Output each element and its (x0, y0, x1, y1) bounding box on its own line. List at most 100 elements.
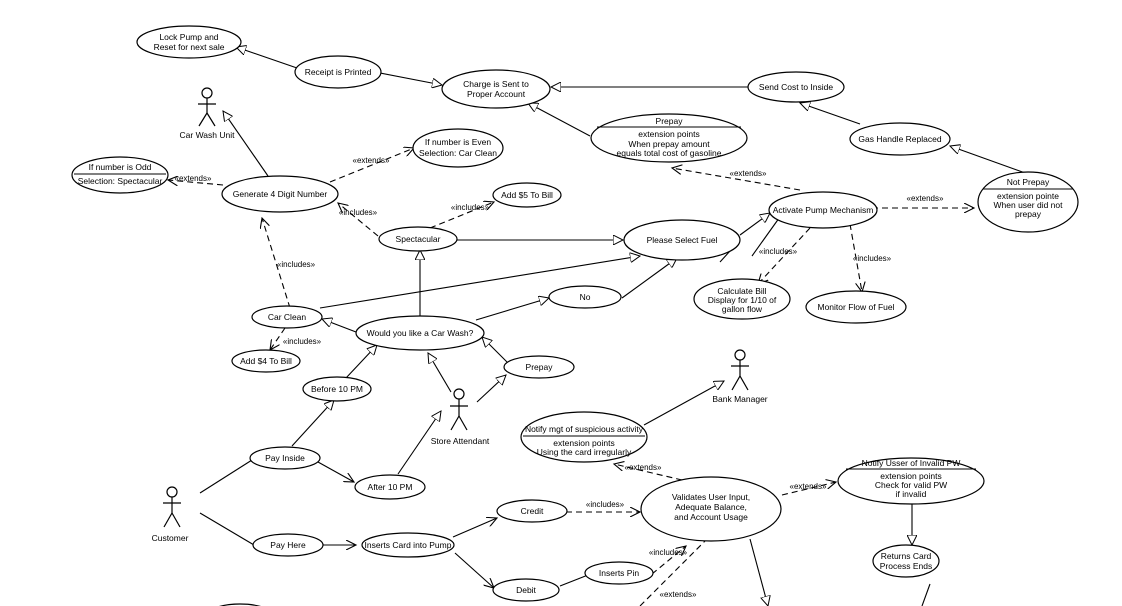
connector (322, 319, 357, 333)
svg-text:Car Clean: Car Clean (268, 312, 307, 322)
use-case-activate-pump: Activate Pump Mechanism (768, 191, 878, 229)
use-case-car-clean: Car Clean (251, 305, 323, 329)
svg-text:extension points: extension points (880, 471, 941, 481)
use-case-number-even: If number is Even Selection: Car Clean (412, 128, 504, 168)
actor-bank-manager: Bank Manager (712, 349, 768, 404)
connector (317, 461, 354, 482)
use-case-pay-inside: Pay Inside (249, 446, 321, 470)
svg-text:Check for valid PW: Check for valid PW (875, 480, 947, 490)
svg-text:Returns Card: Returns Card (881, 551, 932, 561)
svg-text:Notify Usser of Invalid PW: Notify Usser of Invalid PW (862, 458, 961, 468)
actor-store-attendant: Store Attendant (431, 388, 490, 446)
svg-text:Receipt is Printed: Receipt is Printed (305, 67, 372, 77)
extends-label: «extends» (907, 194, 944, 203)
svg-text:Generate 4 Digit Number: Generate 4 Digit Number (233, 189, 328, 199)
use-case-after-10pm: After 10 PM (354, 474, 426, 500)
includes-label: «includes» (649, 548, 688, 557)
connector (800, 103, 861, 125)
includes-label: «includes» (759, 247, 798, 256)
use-case-inserts-pin: Inserts Pin (584, 561, 654, 585)
svg-text:extension pointe: extension pointe (997, 191, 1059, 201)
svg-text:Inserts Pin: Inserts Pin (599, 568, 639, 578)
extends-label: «extends» (625, 463, 662, 472)
svg-text:Inserts Card into Pump: Inserts Card into Pump (365, 540, 452, 550)
svg-text:Notify mgt of suspicious activ: Notify mgt of suspicious activity (525, 424, 644, 434)
use-case-car-wash-question: Would you like a Car Wash? (355, 315, 485, 351)
svg-text:Reset for next sale: Reset for next sale (154, 42, 225, 52)
svg-text:Add $5 To Bill: Add $5 To Bill (501, 190, 553, 200)
svg-text:Store Attendant: Store Attendant (431, 436, 490, 446)
connector (379, 72, 442, 85)
svg-text:Prepay: Prepay (656, 116, 684, 126)
includes-label: «includes» (339, 208, 378, 217)
use-case-pay-here: Pay Here (252, 533, 324, 557)
actor-customer: Customer (152, 486, 189, 543)
svg-text:prepay: prepay (1015, 209, 1042, 219)
svg-text:Car Wash Unit: Car Wash Unit (180, 130, 236, 140)
connector (950, 146, 1029, 175)
svg-text:gallon flow: gallon flow (722, 304, 763, 314)
use-case-monitor-flow: Monitor Flow of Fuel (805, 290, 907, 324)
connector (454, 552, 494, 588)
use-case-receipt-printed: Receipt is Printed (294, 55, 382, 89)
use-case-prepay-extension: Prepay extension points When prepay amou… (590, 113, 748, 163)
includes-label: «includes» (283, 337, 322, 346)
connector (621, 258, 677, 299)
svg-text:After 10 PM: After 10 PM (368, 482, 413, 492)
svg-text:Gas Handle Replaced: Gas Handle Replaced (858, 134, 941, 144)
use-case-prepay: Prepay (503, 355, 575, 379)
includes-label: «includes» (451, 203, 490, 212)
svg-text:Bank Manager: Bank Manager (712, 394, 767, 404)
connector (921, 583, 931, 606)
svg-text:Process Ends: Process Ends (880, 561, 932, 571)
use-case-returns-card: Returns Card Process Ends (872, 544, 940, 578)
svg-text:If number is Odd: If number is Odd (89, 162, 152, 172)
svg-text:extension points: extension points (638, 129, 699, 139)
connector (291, 400, 334, 447)
connector (428, 353, 452, 393)
connector (199, 512, 255, 546)
svg-text:Before 10 PM: Before 10 PM (311, 384, 363, 394)
svg-text:When user did not: When user did not (994, 200, 1064, 210)
svg-text:extension points: extension points (553, 438, 614, 448)
connector (849, 223, 862, 292)
connector (270, 327, 286, 350)
svg-text:Calculate Bill: Calculate Bill (717, 286, 766, 296)
connector (338, 203, 379, 237)
connector (528, 103, 591, 137)
connector (475, 298, 549, 321)
svg-text:Using the card irregularly: Using the card irregularly (537, 447, 632, 457)
svg-text:Customer: Customer (152, 533, 189, 543)
connector (199, 459, 253, 494)
svg-text:Send Cost to Inside: Send Cost to Inside (759, 82, 833, 92)
connector (614, 464, 683, 481)
svg-text:Selection: Car Clean: Selection: Car Clean (419, 148, 497, 158)
svg-text:If number is Even: If number is Even (425, 137, 491, 147)
svg-text:if invalid: if invalid (896, 489, 927, 499)
use-case-generate-number: Generate 4 Digit Number (221, 175, 339, 213)
svg-text:Not Prepay: Not Prepay (1007, 177, 1050, 187)
connector (452, 518, 497, 538)
use-case-validates-input: Validates User Input, Adequate Balance, … (640, 476, 782, 542)
svg-text:Activate Pump Mechanism: Activate Pump Mechanism (773, 205, 874, 215)
svg-text:Debit: Debit (516, 585, 536, 595)
connector (329, 148, 414, 183)
connector (751, 213, 783, 257)
connector (345, 345, 377, 379)
use-case-add-5: Add $5 To Bill (492, 182, 562, 208)
svg-text:Pay Inside: Pay Inside (265, 453, 305, 463)
extends-label: «extends» (730, 169, 767, 178)
connector (758, 227, 811, 284)
use-case-inserts-card: Inserts Card into Pump (361, 532, 455, 558)
svg-text:No: No (580, 292, 591, 302)
svg-text:Add $4 To Bill: Add $4 To Bill (240, 356, 292, 366)
connector (643, 381, 724, 426)
svg-text:and Account Usage: and Account Usage (674, 512, 748, 522)
extends-label: «extends» (660, 590, 697, 599)
svg-text:Credit: Credit (521, 506, 544, 516)
includes-label: «includes» (277, 260, 316, 269)
use-case-debit: Debit (492, 578, 560, 602)
svg-text:Proper Account: Proper Account (467, 89, 526, 99)
connector (739, 213, 770, 236)
